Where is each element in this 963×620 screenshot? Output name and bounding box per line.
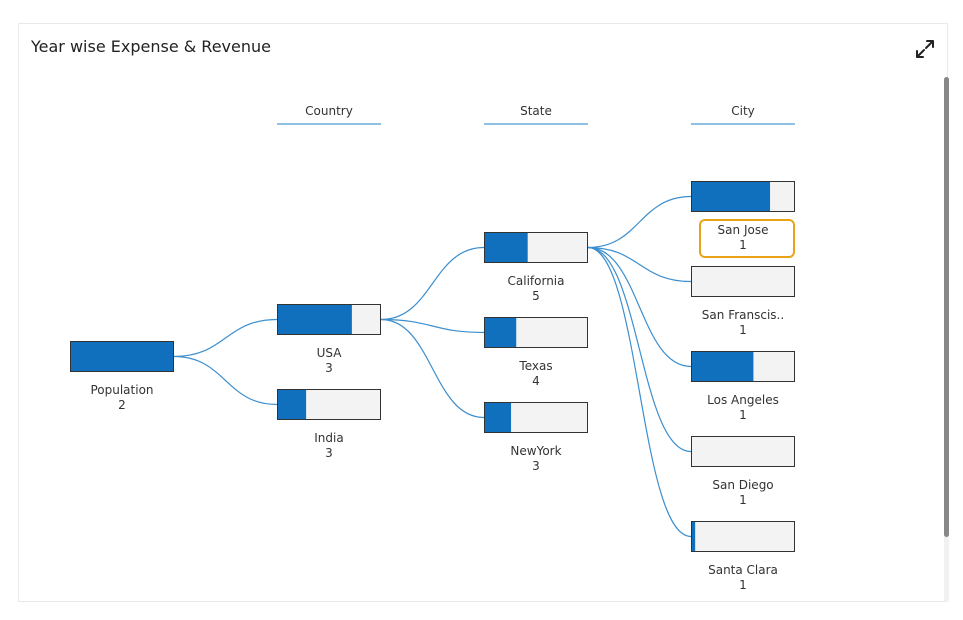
node-bar-border [691, 181, 795, 212]
node-value: 1 [739, 493, 747, 507]
link-root-usa [173, 318, 278, 358]
node-value: 3 [325, 361, 333, 375]
node-label: Population [90, 383, 153, 397]
node-label: San Franscis.. [702, 308, 784, 322]
selected-node-highlight [699, 219, 795, 258]
node-label: USA [317, 346, 343, 360]
chart-title: Year wise Expense & Revenue [31, 37, 271, 56]
node-bar-fill [691, 181, 771, 212]
chart-card [18, 23, 948, 602]
node-value: 1 [739, 578, 747, 592]
node-bar-border [277, 389, 381, 420]
node-value: 5 [532, 289, 540, 303]
node-value: 1 [739, 408, 747, 422]
node-bar-bg [691, 266, 795, 297]
node-bar-fill [277, 389, 307, 420]
node-bar-fill [691, 351, 754, 382]
node-bar-border [484, 402, 588, 433]
node-label: California [508, 274, 565, 288]
node-bar-border [70, 341, 174, 372]
node-label: NewYork [510, 444, 561, 458]
node-label: Santa Clara [708, 563, 778, 577]
node-label: India [314, 431, 343, 445]
node-value: 3 [325, 446, 333, 460]
scrollbar-thumb[interactable] [944, 77, 949, 537]
node-bar-border [691, 521, 795, 552]
node-value: 1 [739, 323, 747, 337]
node-bar-border [691, 266, 795, 297]
node-bar-border [691, 351, 795, 382]
node-bar-border [691, 436, 795, 467]
node-bar-fill [277, 304, 352, 335]
node-bar-fill [70, 341, 174, 372]
node-bar-border [484, 317, 588, 348]
level-header-country: Country [305, 104, 353, 118]
node-value: 1 [739, 238, 747, 252]
node-bar-fill [484, 317, 517, 348]
link-california-sandiego [587, 246, 692, 453]
link-usa-california [380, 246, 485, 321]
node-sanfrancisco[interactable]: San Franscis..1 [691, 266, 795, 337]
node-value: 4 [532, 374, 540, 388]
link-california-losangeles [587, 246, 692, 368]
node-bar-bg [691, 521, 795, 552]
node-bar-border [277, 304, 381, 335]
link-california-santaclara [587, 246, 692, 538]
node-value: 2 [118, 398, 126, 412]
expand-icon[interactable] [913, 37, 937, 61]
node-label: San Jose [718, 223, 769, 237]
link-california-sanjose [587, 195, 692, 249]
level-header-state: State [520, 104, 552, 118]
node-bar-fill [484, 232, 528, 263]
node-bar-fill [484, 402, 512, 433]
link-usa-newyork [380, 318, 485, 419]
link-usa-texas [380, 318, 485, 334]
node-bar-border [484, 232, 588, 263]
node-label: Texas [518, 359, 552, 373]
node-bar-bg [691, 436, 795, 467]
level-header-city: City [731, 104, 755, 118]
link-california-sanfrancisco [587, 246, 692, 283]
node-bar-fill [691, 521, 696, 552]
node-label: San Diego [712, 478, 773, 492]
link-root-india [173, 355, 278, 406]
node-label: Los Angeles [707, 393, 779, 407]
node-value: 3 [532, 459, 540, 473]
